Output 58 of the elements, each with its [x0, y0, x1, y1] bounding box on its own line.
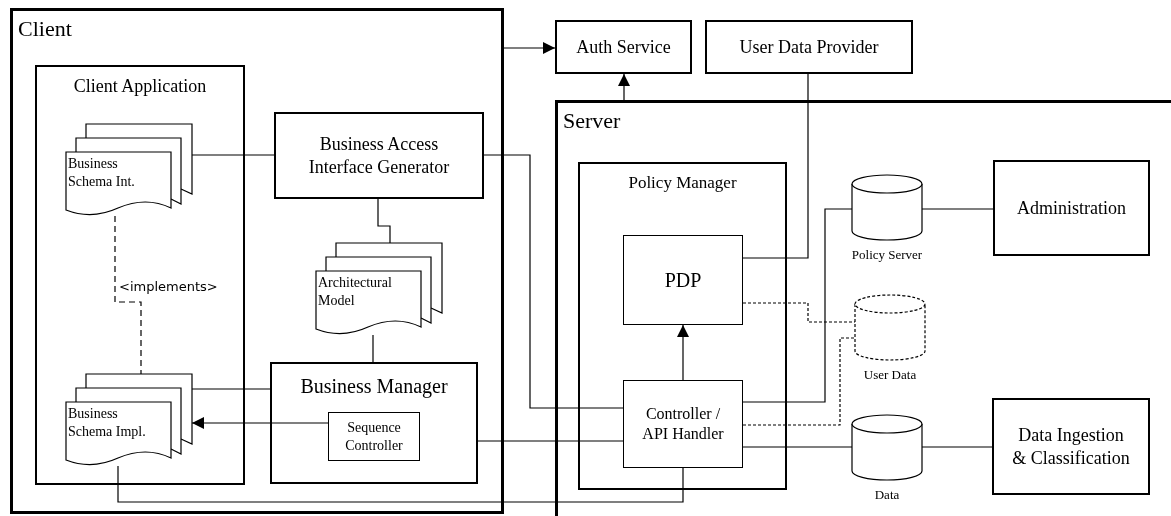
box-label: Business Access Interface Generator	[307, 133, 451, 178]
process-box	[555, 20, 692, 74]
box-label: Controller / API Handler	[641, 404, 725, 444]
connector-line	[742, 446, 853, 448]
document-label: Business Schema Int.	[68, 155, 136, 190]
container-title: Policy Manager	[627, 172, 738, 194]
container-title: Business Manager	[299, 374, 449, 399]
document-label: Business Schema Impl.	[68, 405, 147, 440]
container-box	[270, 362, 478, 484]
connector-line	[921, 208, 994, 210]
connector-line	[114, 215, 142, 375]
cylinder-caption: Policy Server	[851, 248, 923, 261]
container-box	[35, 65, 245, 485]
database-cylinder	[852, 175, 922, 240]
process-box	[705, 20, 913, 74]
document-label: Architectural Model	[318, 274, 393, 309]
container-box	[555, 100, 1171, 516]
container-box	[578, 162, 787, 490]
connector-line	[742, 73, 809, 259]
database-cylinder	[855, 295, 925, 360]
connector-line	[477, 440, 624, 442]
box-label: Data Ingestion & Classification	[1011, 424, 1131, 469]
edge-label: <implements>	[118, 280, 219, 293]
connector-line	[191, 388, 271, 390]
container-title: Client	[18, 15, 72, 43]
connector-line	[191, 154, 275, 156]
container-title: Client Application	[72, 75, 208, 98]
box-label: Administration	[1017, 196, 1126, 220]
container-box	[10, 8, 504, 514]
document-stack	[316, 243, 442, 335]
connector-line	[117, 465, 684, 503]
connector-line	[742, 337, 856, 426]
arrow	[191, 417, 329, 429]
process-box	[274, 112, 484, 199]
arrow	[677, 324, 689, 381]
database-cylinder	[852, 415, 922, 480]
cylinder-caption: Data	[874, 488, 900, 501]
container-title: Server	[563, 107, 621, 135]
connector-line	[377, 198, 391, 244]
box-label: Sequence Controller	[344, 419, 404, 454]
connector-line	[372, 334, 374, 363]
process-box	[623, 380, 743, 468]
process-box	[992, 398, 1150, 495]
box-label: PDP	[664, 267, 702, 293]
connector-line	[483, 154, 624, 409]
process-box	[328, 412, 420, 461]
document-stack	[66, 124, 192, 216]
arrow	[503, 42, 556, 54]
arrow	[618, 73, 630, 101]
box-label: User Data Provider	[739, 35, 879, 59]
connector-line	[742, 208, 853, 403]
box-label: Auth Service	[576, 35, 671, 59]
document-stack	[66, 374, 192, 466]
process-box	[623, 235, 743, 325]
connector-line	[742, 302, 856, 323]
connector-line	[921, 446, 993, 448]
cylinder-caption: User Data	[863, 368, 917, 381]
process-box	[993, 160, 1150, 256]
